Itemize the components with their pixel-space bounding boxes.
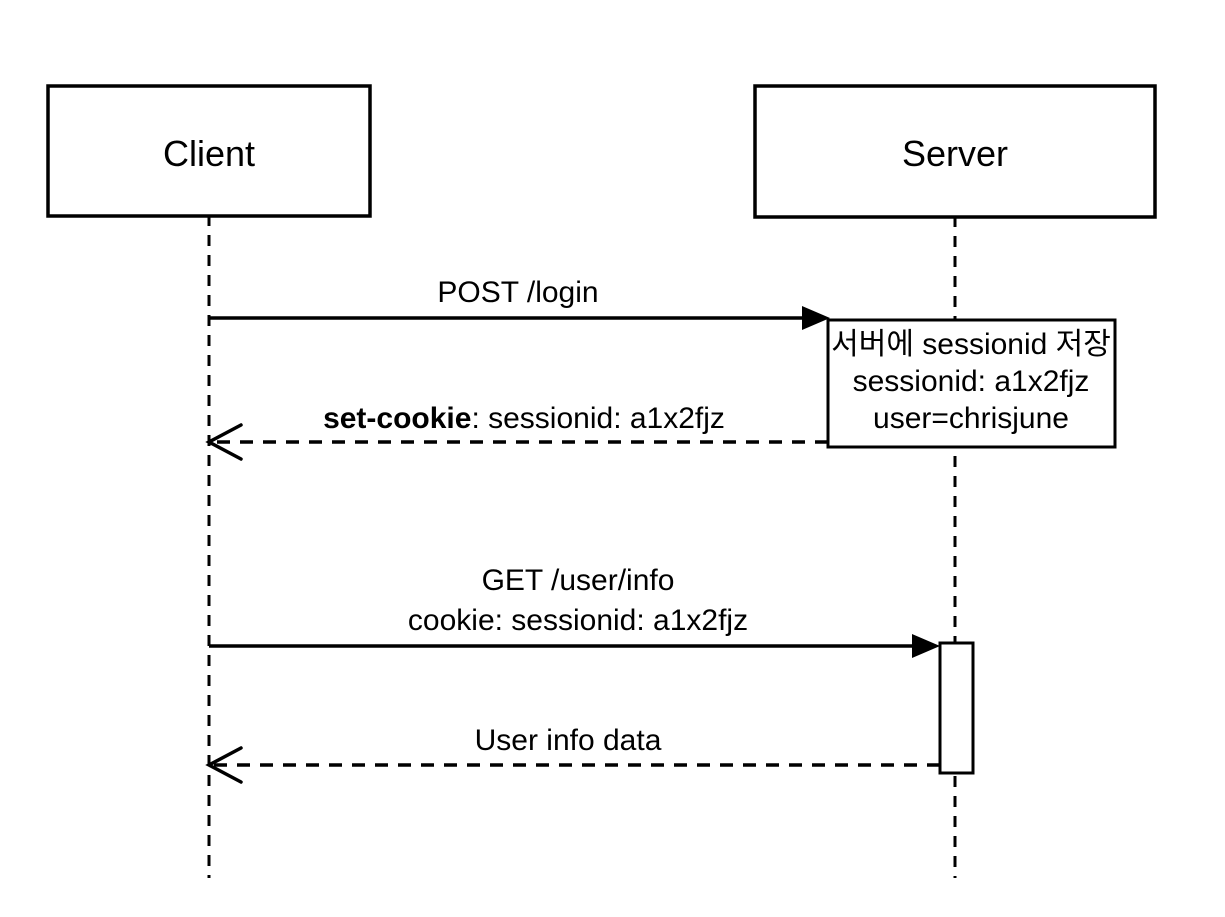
note-line-3: user=chrisjune [873,402,1069,435]
server-actor-box [753,84,1157,219]
message-get-user-info-label-line1: GET /user/info [482,564,675,597]
note-line-2: sessionid: a1x2fjz [853,365,1090,398]
filled-arrowhead-icon [912,634,940,658]
message-set-cookie-label: set-cookie: sessionid: a1x2fjz [323,402,725,435]
open-arrowhead-icon [205,746,243,784]
server-activation-bar [938,641,975,775]
message-get-user-info-label-line2: cookie: sessionid: a1x2fjz [408,604,748,637]
message-post-login-label: POST /login [437,276,598,309]
filled-arrowhead-icon [802,306,830,330]
client-actor-box [46,84,372,218]
message-set-cookie-label-bold: set-cookie [323,402,471,435]
note-line-1: 서버에 sessionid 저장 [831,328,1111,361]
server-actor-label: Server [902,133,1008,174]
client-actor-label: Client [163,133,255,174]
message-set-cookie-label-rest: : sessionid: a1x2fjz [471,402,724,435]
open-arrowhead-icon [205,423,243,461]
message-user-info-data-label: User info data [475,724,662,757]
server-note-box [826,318,1117,449]
